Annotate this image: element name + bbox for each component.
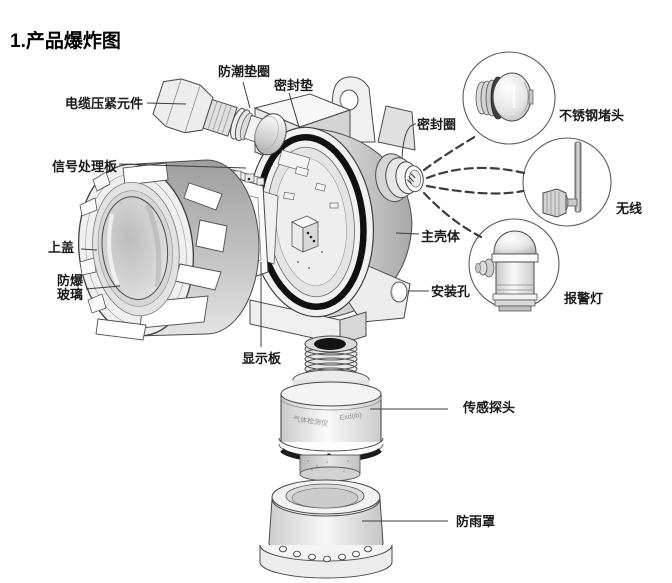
label-alarm-light: 报警灯 bbox=[564, 291, 603, 306]
probe-marking-ex: Exd(ib) bbox=[339, 412, 362, 422]
seal-gasket-drawing bbox=[254, 113, 287, 156]
leader-seal-ring bbox=[401, 123, 417, 159]
leader-main-housing bbox=[395, 232, 420, 235]
dashed-connector-lines bbox=[422, 134, 526, 239]
leader-top-cover bbox=[80, 248, 98, 251]
leader-lines bbox=[80, 81, 448, 522]
label-display-board: 显示板 bbox=[242, 351, 282, 366]
label-rain-cover: 防雨罩 bbox=[456, 514, 495, 529]
side-port-boss bbox=[375, 153, 424, 203]
detail-circle-wireless bbox=[522, 137, 612, 227]
leader-explosion-glass bbox=[85, 285, 121, 290]
label-signal-board: 信号处理板 bbox=[52, 159, 118, 174]
page-title: 1.产品爆炸图 bbox=[10, 29, 121, 52]
label-explosion-glass-line2: 玻璃 bbox=[57, 287, 83, 302]
top-cover-drawing bbox=[77, 159, 260, 341]
label-cable-gland: 电缆压紧元件 bbox=[65, 96, 143, 111]
rain-cover-drawing bbox=[259, 479, 393, 579]
leader-moisture-washer bbox=[242, 81, 251, 109]
label-seal-gasket: 密封垫 bbox=[273, 78, 313, 93]
leader-seal-gasket bbox=[288, 92, 300, 128]
label-explosion-glass-line1: 防爆 bbox=[57, 273, 84, 288]
label-main-housing: 主壳体 bbox=[421, 229, 461, 244]
label-moisture-washer: 防潮垫圈 bbox=[218, 64, 270, 79]
label-top-cover: 上盖 bbox=[48, 240, 74, 255]
leader-signal-board bbox=[118, 163, 247, 169]
leader-cable-gland bbox=[146, 102, 187, 105]
label-wireless: 无线 bbox=[615, 201, 642, 216]
explosion-proof-glass bbox=[101, 196, 169, 300]
detail-circle-steel-plug bbox=[462, 51, 556, 145]
rain-cover-drain-holes bbox=[279, 545, 372, 563]
label-steel-plug: 不锈钢堵头 bbox=[559, 108, 624, 123]
cable-gland-drawing bbox=[152, 78, 287, 156]
label-seal-ring: 密封圈 bbox=[416, 117, 456, 132]
label-mounting-hole: 安装孔 bbox=[431, 284, 470, 299]
detail-circle-alarm-light bbox=[468, 218, 560, 312]
housing-internals bbox=[277, 149, 339, 269]
label-sensor-probe: 传感探头 bbox=[462, 400, 515, 415]
sensor-probe-drawing: 气体检测仪 Exd(ib) bbox=[278, 335, 384, 482]
